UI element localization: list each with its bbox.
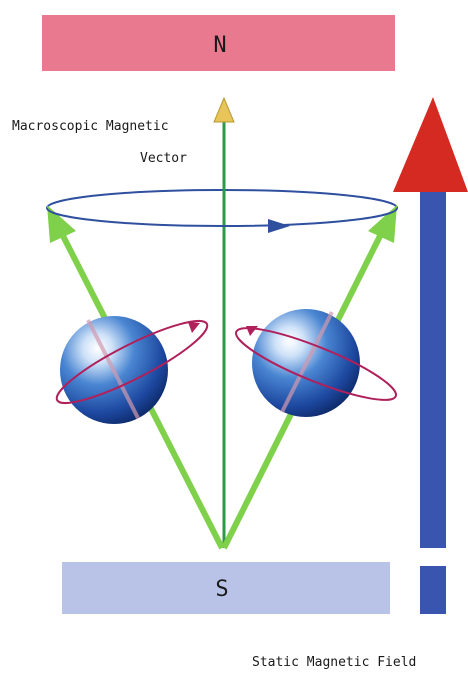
spin-left-axis-overlay bbox=[86, 319, 140, 419]
static-field-arrow-base bbox=[420, 566, 446, 614]
spin-right-axis-overlay bbox=[280, 311, 334, 413]
south-pole: S bbox=[62, 562, 390, 614]
spin-right-arrowhead bbox=[368, 205, 397, 243]
south-pole-label: S bbox=[215, 577, 228, 602]
macroscopic-vector bbox=[213, 96, 235, 548]
static-field-arrow bbox=[393, 97, 468, 614]
precession-ring-back bbox=[46, 189, 398, 209]
precession-direction-arrow bbox=[268, 219, 290, 233]
macroscopic-label-line2: Vector bbox=[140, 151, 187, 166]
spin-left bbox=[47, 205, 225, 550]
spin-right-orbit bbox=[235, 327, 397, 401]
static-field-arrow-shaft bbox=[420, 190, 446, 548]
macroscopic-label-line1: Macroscopic Magnetic bbox=[12, 119, 169, 134]
spin-left-orbit bbox=[55, 319, 209, 405]
spin-right bbox=[221, 205, 397, 550]
static-field-label: Static Magnetic Field bbox=[252, 655, 416, 670]
static-field-arrowhead bbox=[393, 97, 468, 192]
north-pole-bar bbox=[42, 15, 395, 71]
precession-ring-front bbox=[46, 207, 398, 227]
north-pole-label: N bbox=[213, 33, 226, 58]
spin-right-orbit-arrow bbox=[246, 326, 258, 336]
south-pole-bar bbox=[62, 562, 390, 614]
north-pole: N bbox=[42, 15, 395, 71]
macroscopic-vector-arrowhead bbox=[213, 96, 235, 123]
spin-left-orbit-arrow bbox=[188, 322, 200, 333]
spin-left-arrowhead bbox=[47, 205, 76, 243]
